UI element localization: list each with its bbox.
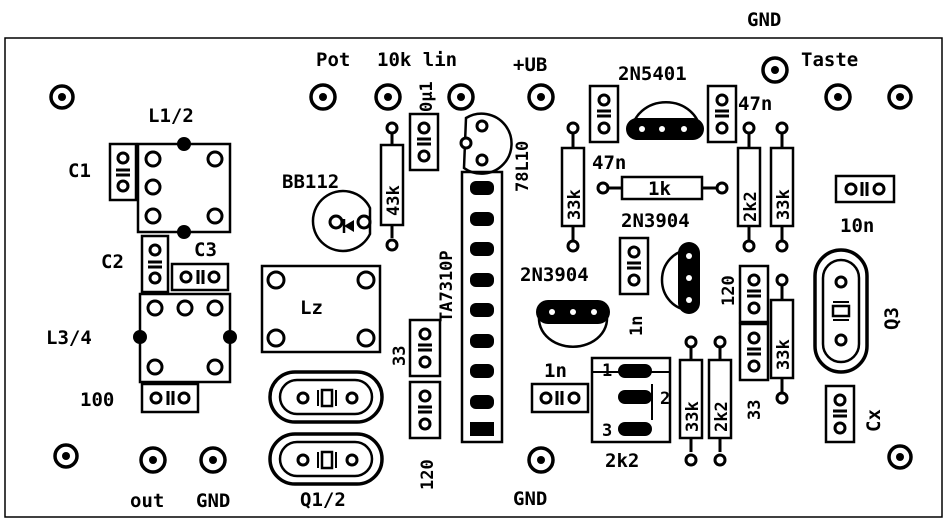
regulator-78l10 — [459, 112, 513, 175]
label-47n-a: 47n — [592, 152, 626, 174]
label-78l10: 78L10 — [513, 141, 533, 192]
crystal-q3 — [813, 248, 869, 374]
label-pin3: 3 — [602, 421, 612, 441]
crystal-q2 — [268, 432, 384, 486]
resistor-33k-bottom — [678, 335, 704, 467]
label-q3: Q3 — [881, 307, 903, 330]
label-ub: +UB — [513, 54, 547, 76]
capacitor-47n-a — [588, 84, 620, 144]
label-0u1: 0µ1 — [417, 81, 437, 112]
label-2k2-trimmer: 2k2 — [605, 450, 639, 472]
label-33-left: 33 — [390, 346, 410, 366]
resistor-1k — [596, 175, 729, 201]
label-cx: Cx — [863, 409, 885, 432]
label-1n-lower: 1n — [544, 360, 567, 382]
resistor-33k-right-bottom — [769, 273, 795, 405]
transistor-2n5401 — [626, 101, 704, 140]
label-33k-top-right: 33k — [774, 189, 794, 220]
resistor-2k2-top — [736, 121, 762, 253]
capacitor-120-right — [738, 264, 770, 324]
terminal-pads — [139, 56, 852, 474]
label-120-right: 120 — [719, 275, 739, 306]
label-33k-mid: 33k — [565, 189, 585, 220]
label-ic: TA7310P — [437, 250, 457, 322]
coil-l34 — [133, 292, 237, 384]
label-t3: 2N3904 — [520, 264, 589, 286]
label-33k-bottom: 33k — [683, 401, 703, 432]
label-33k-right-bottom: 33k — [774, 339, 794, 370]
transistor-2n3904-upper — [660, 242, 700, 314]
capacitor-0u1 — [408, 112, 440, 172]
mounting-pads — [49, 84, 913, 470]
capacitor-10n — [834, 174, 896, 204]
label-gnd-top: GND — [747, 9, 781, 31]
trimmer-potentiometer — [590, 356, 672, 444]
label-33-right: 33 — [745, 400, 765, 420]
capacitor-47n-b — [706, 84, 738, 144]
label-c1: C1 — [68, 160, 91, 182]
resistor-33k-mid — [560, 121, 586, 253]
label-47n-b: 47n — [738, 93, 772, 115]
varicap-bb112 — [311, 189, 372, 253]
label-43k: 43k — [384, 185, 404, 216]
label-taste: Taste — [801, 49, 858, 71]
capacitor-cx — [824, 384, 856, 444]
capacitor-c3 — [170, 262, 230, 292]
label-t2: 2N3904 — [621, 210, 690, 232]
capacitor-1n-upper — [618, 236, 650, 296]
label-out: out — [130, 490, 164, 512]
label-gnd-out: GND — [196, 490, 230, 512]
label-c3: C3 — [194, 239, 217, 261]
transistor-2n3904-lower — [536, 300, 610, 348]
ic-ta7310p — [460, 170, 504, 444]
capacitor-33-right — [738, 322, 770, 382]
resistor-43k — [379, 121, 405, 252]
coil-l12 — [136, 137, 232, 239]
label-lz: Lz — [300, 297, 323, 319]
capacitor-100 — [140, 382, 200, 414]
label-bb112: BB112 — [282, 171, 339, 193]
crystal-q1 — [268, 370, 384, 424]
label-pot: Pot — [316, 49, 350, 71]
capacitor-c1 — [108, 142, 138, 202]
label-l12: L1/2 — [148, 105, 194, 127]
resistor-2k2-bottom — [707, 335, 733, 467]
label-1k: 1k — [648, 178, 671, 200]
label-t1: 2N5401 — [618, 63, 687, 85]
label-pot-value: 10k lin — [377, 49, 457, 71]
label-10n: 10n — [840, 215, 874, 237]
board-outline — [4, 37, 943, 518]
capacitor-33 — [408, 318, 442, 378]
inductor-lz — [260, 264, 382, 354]
capacitor-1n-lower — [530, 382, 590, 414]
label-pin1: 1 — [602, 361, 612, 381]
label-q12: Q1/2 — [300, 489, 346, 511]
label-1n-upper: 1n — [627, 316, 647, 336]
label-pin2: 2 — [660, 389, 670, 409]
label-gnd-bottom: GND — [513, 488, 547, 510]
label-2k2-top: 2k2 — [741, 191, 761, 222]
label-100: 100 — [80, 389, 114, 411]
resistor-33k-top-right — [769, 121, 795, 253]
capacitor-c2 — [140, 234, 170, 294]
label-2k2-bottom-vertical: 2k2 — [712, 401, 732, 432]
label-l34: L3/4 — [46, 327, 92, 349]
capacitor-120-left — [408, 380, 442, 440]
label-120-left: 120 — [418, 459, 438, 490]
label-c2: C2 — [101, 251, 124, 273]
